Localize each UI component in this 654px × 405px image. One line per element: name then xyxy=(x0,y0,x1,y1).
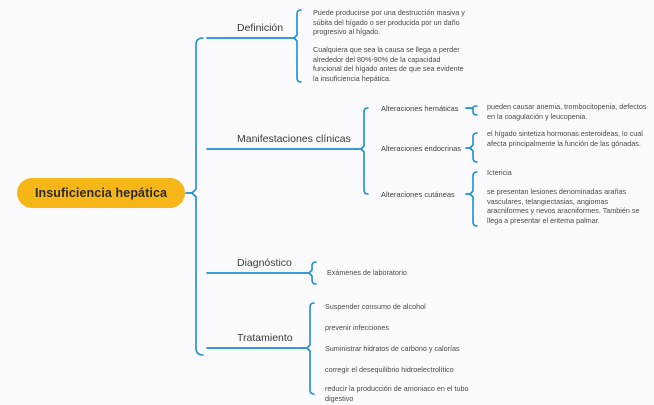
brace-tratamiento-down xyxy=(302,347,315,395)
brace-cutaneas-down xyxy=(465,193,478,227)
brace-cutaneas-up xyxy=(465,171,478,195)
branch-label-manifestaciones: Manifestaciones clínicas xyxy=(237,133,351,145)
leaf-tratamiento-4: corregir el desequilibrio hidroelectrolí… xyxy=(325,365,454,374)
root-label: Insuficiencia hepática xyxy=(34,186,168,200)
sublabel-alteraciones-cutaneas[interactable]: Alteraciones cutáneas xyxy=(381,190,455,199)
brace-endocrinas-down xyxy=(465,147,478,163)
leaf-tratamiento-1: Suspender consumo de alcohol xyxy=(325,302,426,311)
brace-manif-down xyxy=(356,148,369,195)
brace-hematicas-down xyxy=(465,107,478,116)
brace-diagnostico-down xyxy=(304,272,317,285)
branch-label-tratamiento: Tratamiento xyxy=(237,332,293,344)
branch-definicion[interactable]: Definición xyxy=(231,22,289,37)
leaf-definicion-2: Cualquiera que sea la causa se llega a p… xyxy=(313,45,464,83)
leaf-cutaneas-2: se presentan lesiones denominadas arañas… xyxy=(487,187,640,225)
leaf-definicion-1: Puede producirse por una destrucción mas… xyxy=(313,8,465,37)
branch-label-diagnostico: Diagnóstico xyxy=(237,257,292,269)
leaf-tratamiento-3: Suministrar hidratos de carbono y calorí… xyxy=(325,344,460,353)
leaf-cutaneas-1: Ictericia xyxy=(487,168,512,177)
leaf-hematicas-1: pueden causar anemia, trombocitopenia, d… xyxy=(487,102,647,121)
brace-hematicas-up xyxy=(465,105,478,109)
sublabel-alteraciones-hematicas[interactable]: Alteraciones hemáticas xyxy=(381,104,459,113)
branch-diagnostico[interactable]: Diagnóstico xyxy=(231,257,298,272)
root-node[interactable]: Insuficiencia hepática xyxy=(17,178,185,208)
branch-manifestaciones-clinicas[interactable]: Manifestaciones clínicas xyxy=(231,133,357,148)
branch-label-definicion: Definición xyxy=(237,22,284,34)
branch-tratamiento[interactable]: Tratamiento xyxy=(231,332,299,347)
brace-definicion-down xyxy=(289,37,302,83)
leaf-tratamiento-2: prevenir infecciones xyxy=(325,323,389,332)
trunk-upper xyxy=(185,37,204,194)
leaf-endocrinas-1: el hígado sintetiza hormonas esteroideas… xyxy=(487,129,643,148)
brace-endocrinas-up xyxy=(465,132,478,149)
leaf-tratamiento-5: reducir la producción de amoniaco en el … xyxy=(325,384,469,403)
brace-diagnostico-up xyxy=(304,261,317,274)
brace-tratamiento-up xyxy=(302,302,315,349)
brace-definicion-up xyxy=(289,9,302,39)
trunk-lower xyxy=(185,192,204,356)
sublabel-alteraciones-endocrinas[interactable]: Alteraciones endocrinas xyxy=(381,144,462,153)
leaf-diagnostico-1: Exámenes de laboratorio xyxy=(327,268,407,277)
brace-manif-up xyxy=(356,107,369,150)
